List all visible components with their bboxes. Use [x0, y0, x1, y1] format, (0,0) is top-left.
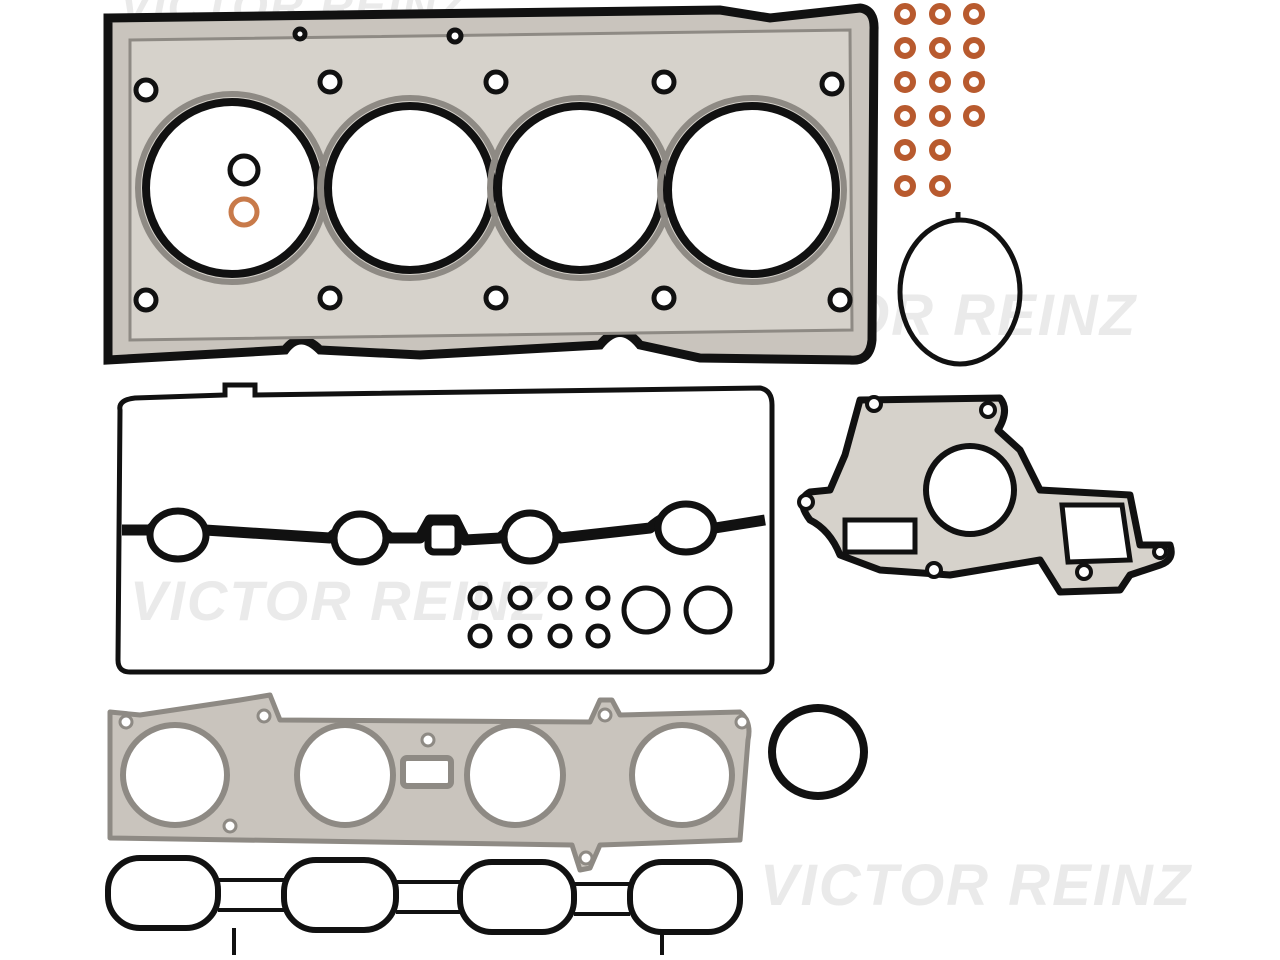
cylinder-bore-2: [324, 102, 496, 274]
head-gasket-small-seals: [227, 153, 261, 228]
exhaust-manifold-gasket: [107, 692, 752, 873]
copper-washer: [228, 196, 260, 228]
head-bolt-holes: [133, 26, 853, 313]
cylinder-bores: [135, 91, 847, 285]
watermark-mid-left: VICTOR REINZ: [130, 569, 548, 632]
intake-manifold-gasket: [105, 855, 743, 955]
throttle-ring-gasket: [897, 212, 1023, 367]
cylinder-bore-3: [494, 102, 666, 274]
injector-orings: [467, 585, 733, 649]
valve-cover-gasket: [115, 382, 775, 675]
large-oring: [768, 704, 868, 800]
valve-stem-seals: [894, 3, 985, 197]
cylinder-head-gasket: [103, 3, 879, 365]
watermark-bottom-right: VICTOR REINZ: [760, 853, 1193, 918]
spark-plug-tube-seals: [146, 500, 718, 566]
exhaust-ports: [120, 722, 735, 828]
cylinder-bore-4: [664, 102, 840, 278]
oring-black-small: [227, 153, 261, 187]
cylinder-bore-1: [142, 98, 322, 278]
housing-gasket: [797, 394, 1175, 596]
